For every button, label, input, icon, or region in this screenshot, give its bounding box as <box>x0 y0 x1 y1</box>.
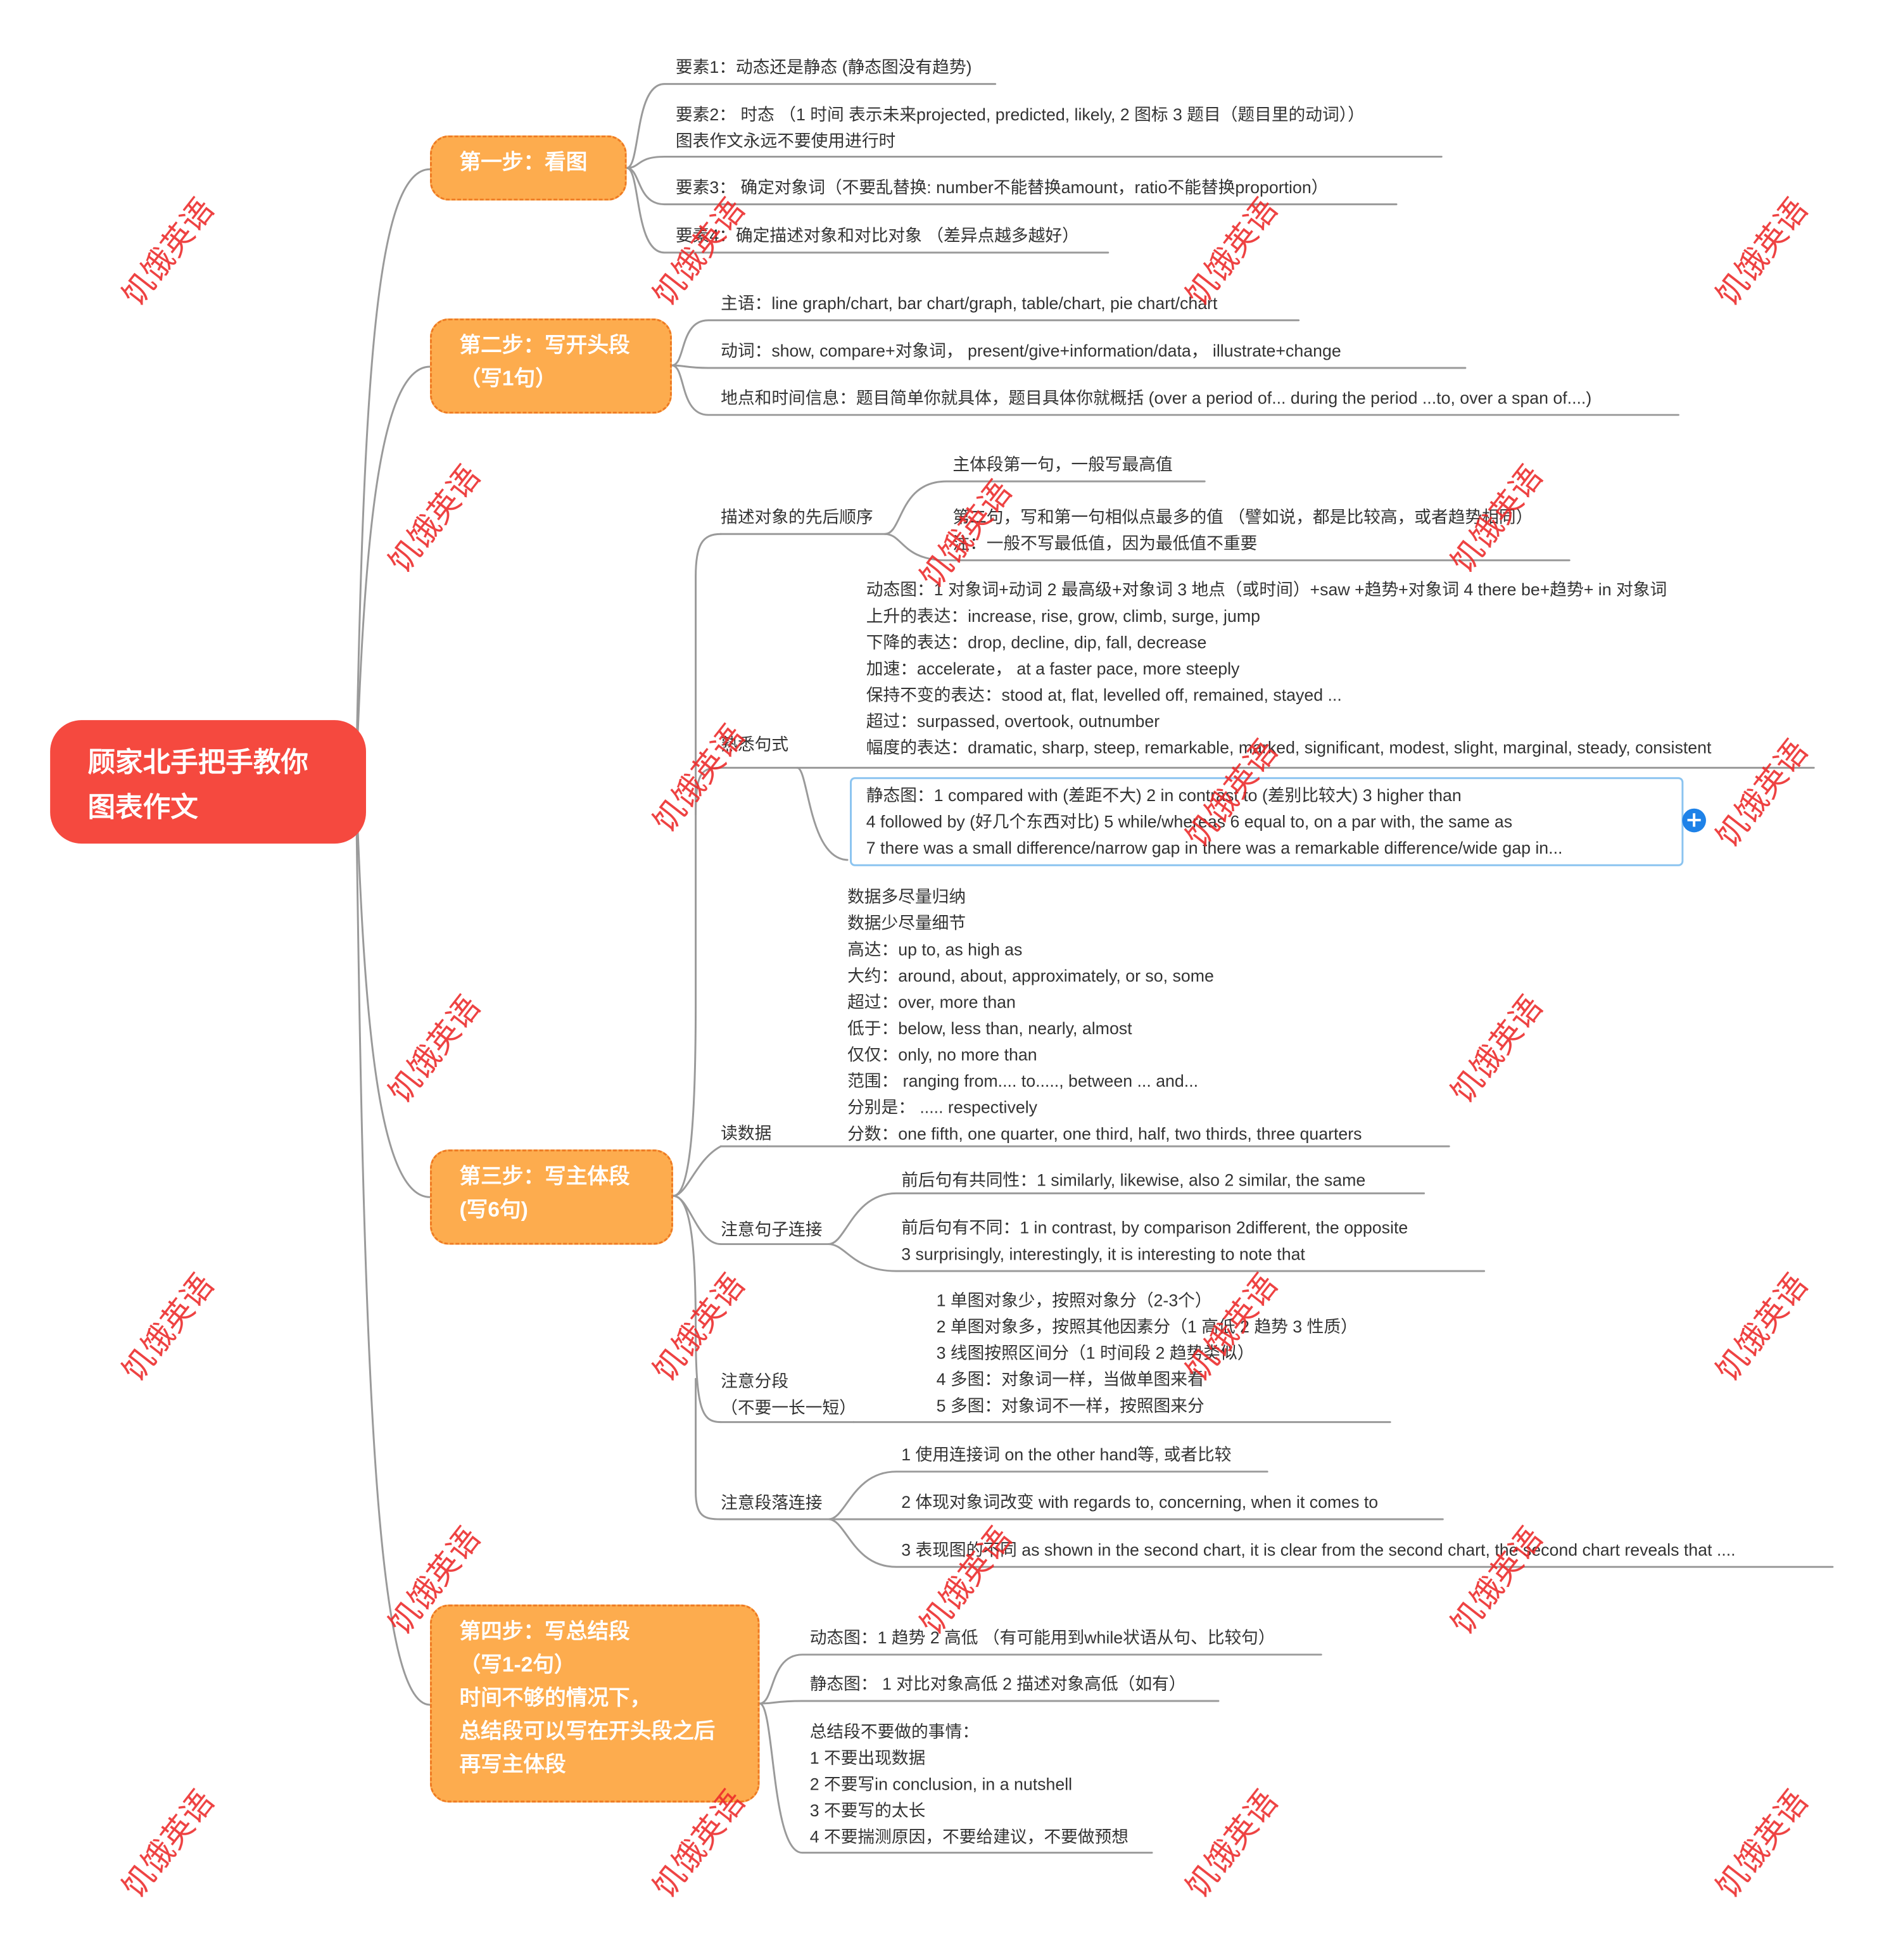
step-2-verb[interactable]: 动词：show, compare+对象词， present/give+infor… <box>721 341 1341 361</box>
branch-read-data[interactable]: 读数据 <box>721 1123 772 1143</box>
linking-similar[interactable]: 前后句有共同性：1 similarly, likewise, also 2 si… <box>901 1170 1366 1190</box>
conclusion-dont-list[interactable]: 总结段不要做的事情： 1 不要出现数据 2 不要写in conclusion, … <box>809 1722 1129 1847</box>
root-topic[interactable]: 顾家北手把手教你 图表作文 <box>50 720 366 844</box>
step-2-place-time[interactable]: 地点和时间信息：题目简单你就具体，题目具体你就概括 (over a period… <box>721 388 1592 408</box>
mindmap-canvas: 顾家北手把手教你 图表作文 第一步：看图 第二步：写开头段 （写1句） 第三步：… <box>50 58 1834 1905</box>
step-2-topic[interactable]: 第二步：写开头段 （写1句） <box>429 318 672 414</box>
conclusion-dynamic[interactable]: 动态图：1 趋势 2 高低 （有可能用到while状语从句、比较句） <box>809 1628 1275 1647</box>
step-1-topic[interactable]: 第一步：看图 <box>429 135 627 201</box>
linking-different[interactable]: 前后句有不同：1 in contrast, by comparison 2dif… <box>901 1218 1408 1264</box>
paragraph-linking-3[interactable]: 3 表现图的不同 as shown in the second chart, i… <box>901 1540 1736 1560</box>
read-data-expressions[interactable]: 数据多尽量归纳 数据少尽量细节 高达：up to, as high as 大约：… <box>847 887 1362 1144</box>
paragraphing-rules[interactable]: 1 单图对象少，按照对象分（2-3个） 2 单图对象多，按照其他因素分（1 高低… <box>936 1291 1358 1415</box>
branch-sentence-linking[interactable]: 注意句子连接 <box>721 1220 823 1239</box>
branch-paragraphing[interactable]: 注意分段 （不要一长一短） <box>721 1372 856 1417</box>
step-2-subject[interactable]: 主语：line graph/chart, bar chart/graph, ta… <box>721 294 1218 313</box>
patterns-static[interactable]: 静态图：1 compared with (差距不大) 2 in contrast… <box>866 786 1563 857</box>
step-1-element-3[interactable]: 要素3： 确定对象词（不要乱替换: number不能替换amount，ratio… <box>675 178 1329 197</box>
conclusion-static[interactable]: 静态图： 1 对比对象高低 2 描述对象高低（如有） <box>809 1674 1186 1694</box>
order-second-sentence[interactable]: 第二句，写和第一句相似点最多的值 （譬如说，都是比较高，或者趋势相同） 注：一般… <box>952 507 1533 553</box>
step-1-element-2[interactable]: 要素2： 时态 （1 时间 表示未来projected, predicted, … <box>675 105 1365 151</box>
step-3-topic[interactable]: 第三步：写主体段 (写6句) <box>429 1149 673 1245</box>
step-4-topic[interactable]: 第四步：写总结段 （写1-2句） 时间不够的情况下， 总结段可以写在开头段之后 … <box>429 1604 760 1803</box>
patterns-dynamic[interactable]: 动态图：1 对象词+动词 2 最高级+对象词 3 地点（或时间）+saw +趋势… <box>866 580 1712 757</box>
step-1-element-1[interactable]: 要素1：动态还是静态 (静态图没有趋势) <box>675 58 972 77</box>
connector-lines <box>355 83 1834 1854</box>
branch-paragraph-linking[interactable]: 注意段落连接 <box>721 1493 823 1513</box>
paragraph-linking-2[interactable]: 2 体现对象词改变 with regards to, concerning, w… <box>901 1493 1379 1512</box>
branch-order[interactable]: 描述对象的先后顺序 <box>721 507 873 527</box>
paragraph-linking-1[interactable]: 1 使用连接词 on the other hand等, 或者比较 <box>901 1445 1232 1464</box>
add-subtopic-button[interactable]: + <box>1682 808 1706 833</box>
selected-topic-frame <box>850 777 1684 866</box>
branch-sentence-patterns[interactable]: 熟悉句式 <box>721 735 789 754</box>
order-first-sentence[interactable]: 主体段第一句，一般写最高值 <box>952 455 1173 474</box>
step-1-element-4[interactable]: 要素4：确定描述对象和对比对象 （差异点越多越好） <box>675 226 1079 245</box>
